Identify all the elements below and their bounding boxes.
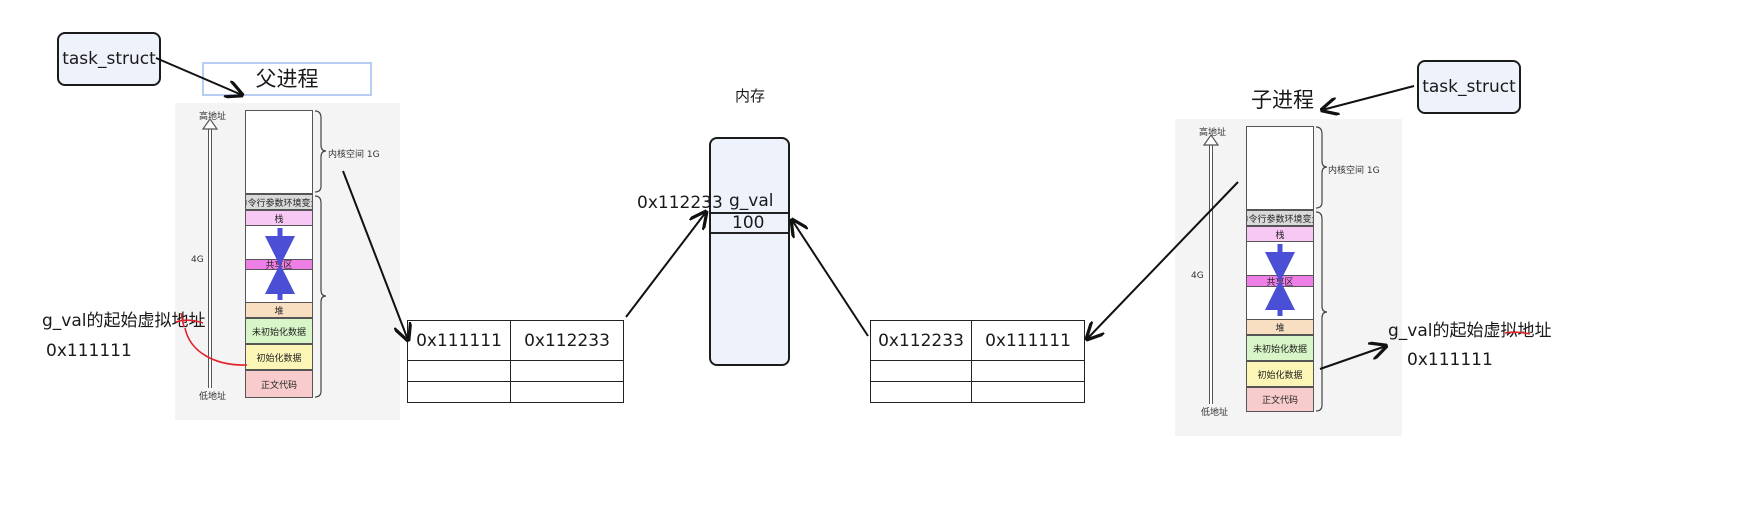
child-seg-text: 正文代码 bbox=[1246, 387, 1314, 412]
parent-pt-virtual: 0x111111 bbox=[407, 320, 511, 361]
child-red-underline bbox=[1504, 331, 1531, 335]
parent-task-struct-box: task_struct bbox=[57, 32, 161, 86]
parent-process-title-text: 父进程 bbox=[255, 67, 319, 91]
child-pt-empty-cell bbox=[971, 381, 1085, 403]
parent-user-brace bbox=[314, 195, 327, 398]
child-pt-physical: 0x112233 bbox=[870, 320, 972, 361]
parent-table-to-memory-arrow bbox=[625, 212, 706, 318]
parent-seg-heap: 堆 bbox=[245, 302, 313, 318]
physical-memory: g_val 100 bbox=[709, 137, 790, 366]
parent-4g-label: 4G bbox=[191, 255, 204, 265]
memory-var-top-border bbox=[711, 212, 788, 214]
parent-gval-annotation: g_val的起始虚拟地址 bbox=[42, 311, 206, 331]
child-task-struct-label: task_struct bbox=[1422, 77, 1516, 97]
parent-high-addr-label: 高地址 bbox=[199, 112, 227, 122]
memory-var-value: 100 bbox=[732, 213, 765, 233]
child-process-title: 子进程 bbox=[1251, 88, 1314, 112]
child-space-to-table-arrow bbox=[1087, 181, 1239, 339]
child-4g-label: 4G bbox=[1191, 271, 1204, 281]
parent-task-struct-label: task_struct bbox=[62, 49, 156, 69]
child-seg-kernel bbox=[1246, 126, 1314, 210]
child-kernel-space-label: 内核空间 1G bbox=[1328, 166, 1380, 176]
memory-var-name: g_val bbox=[729, 191, 774, 211]
parent-seg-kernel bbox=[245, 110, 313, 194]
parent-space-to-table-arrow bbox=[342, 170, 408, 340]
child-axis-arrowhead bbox=[1202, 133, 1220, 146]
parent-page-table: 0x111111 0x112233 bbox=[407, 320, 624, 403]
child-data-to-annotation-arrow bbox=[1319, 346, 1386, 370]
memory-var-bottom-border bbox=[711, 232, 788, 234]
parent-axis-arrowhead bbox=[201, 117, 219, 130]
parent-red-underline bbox=[175, 319, 204, 324]
parent-process-title: 父进程 bbox=[202, 62, 372, 96]
child-gval-address: 0x111111 bbox=[1407, 350, 1493, 370]
child-task-to-space-arrow bbox=[1322, 85, 1415, 110]
child-seg-heap: 堆 bbox=[1246, 319, 1314, 335]
child-kernel-brace bbox=[1315, 126, 1328, 209]
parent-gval-address: 0x111111 bbox=[46, 341, 132, 361]
parent-pt-physical: 0x112233 bbox=[510, 320, 624, 361]
parent-seg-stack: 栈 bbox=[245, 210, 313, 226]
child-gval-annotation: g_val的起始虚拟地址 bbox=[1388, 321, 1552, 341]
parent-kernel-brace bbox=[314, 110, 327, 193]
parent-low-addr-label: 低地址 bbox=[199, 392, 227, 402]
parent-seg-args-env: 命令行参数环境变量 bbox=[245, 194, 313, 210]
parent-red-curve bbox=[184, 327, 248, 366]
child-user-brace bbox=[1315, 211, 1328, 412]
parent-seg-text: 正文代码 bbox=[245, 370, 313, 398]
parent-red-tick bbox=[180, 312, 185, 328]
parent-task-to-space-arrow bbox=[155, 57, 242, 95]
child-seg-data: 初始化数据 bbox=[1246, 361, 1314, 387]
parent-pt-empty-cell bbox=[510, 381, 624, 403]
child-seg-stack: 栈 bbox=[1246, 226, 1314, 242]
child-seg-bss: 未初始化数据 bbox=[1246, 335, 1314, 361]
parent-seg-data: 初始化数据 bbox=[245, 344, 313, 370]
parent-seg-bss: 未初始化数据 bbox=[245, 318, 313, 344]
child-task-struct-box: task_struct bbox=[1417, 60, 1521, 114]
child-table-to-memory-arrow bbox=[792, 220, 869, 337]
child-seg-args-env: 命令行参数环境变量 bbox=[1246, 210, 1314, 226]
memory-title: 内存 bbox=[735, 87, 766, 105]
child-low-addr-label: 低地址 bbox=[1201, 408, 1229, 418]
child-high-addr-label: 高地址 bbox=[1199, 128, 1227, 138]
parent-kernel-space-label: 内核空间 1G bbox=[328, 150, 380, 160]
child-page-table: 0x112233 0x111111 bbox=[870, 320, 1085, 403]
